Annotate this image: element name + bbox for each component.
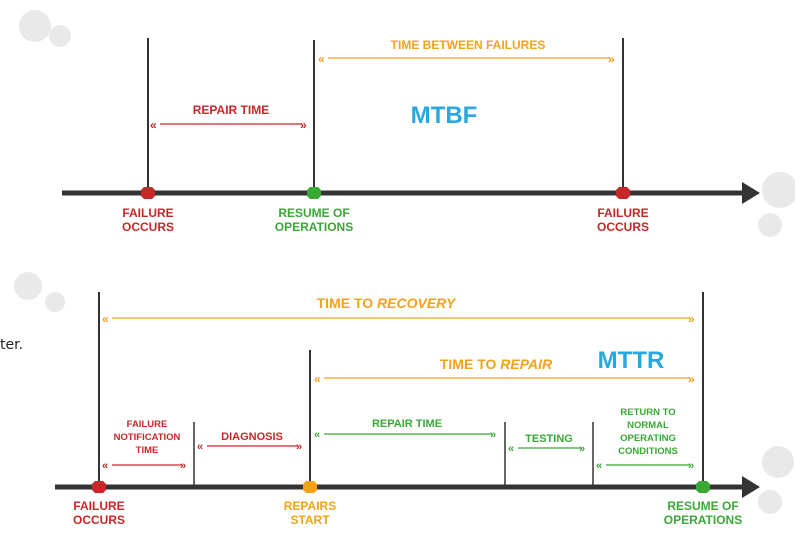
mttr-title: MTTR	[598, 347, 665, 374]
svg-text:«: «	[102, 312, 109, 326]
gear-icon	[14, 272, 65, 312]
phase-label: TESTING	[525, 433, 573, 445]
repair-time-label: REPAIR TIME	[193, 103, 269, 117]
svg-text:»: »	[300, 118, 307, 132]
diagnosis-span: « » DIAGNOSIS	[197, 431, 302, 453]
svg-text:«: «	[150, 118, 157, 132]
failure-notification-span: « » FAILURE NOTIFICATION TIME	[102, 419, 186, 472]
event-label: OPERATIONS	[664, 513, 742, 527]
failure-dot	[92, 481, 106, 493]
svg-text:«: «	[318, 52, 325, 66]
time-to-recovery-label: TIME TO RECOVERY	[317, 295, 457, 311]
svg-text:«: «	[197, 441, 203, 453]
phase-label: NOTIFICATION	[114, 432, 181, 443]
time-to-repair-label: TIME TO REPAIR	[440, 356, 553, 372]
mtbf-svg: « » TIME BETWEEN FAILURES « » REPAIR TIM…	[19, 10, 795, 237]
gear-icon	[758, 172, 795, 237]
svg-text:«: «	[314, 429, 320, 441]
svg-text:»: »	[688, 460, 694, 472]
resume-dot	[307, 187, 321, 199]
event-label: FAILURE	[597, 206, 648, 220]
phase-label: FAILURE	[127, 419, 168, 430]
testing-span: « » TESTING	[508, 433, 585, 455]
svg-text:»: »	[608, 52, 615, 66]
phase-label: RETURN TO	[620, 407, 675, 418]
failure-dot	[616, 187, 630, 199]
repairs-start-dot	[303, 481, 317, 493]
svg-text:«: «	[314, 372, 321, 386]
phase-label: REPAIR TIME	[372, 418, 442, 430]
gear-icon	[19, 10, 71, 47]
event-label: FAILURE	[122, 206, 173, 220]
mttr-diagram: « » TIME TO RECOVERY « » TIME TO REPAIR …	[0, 262, 795, 540]
phase-label: CONDITIONS	[618, 446, 678, 457]
return-to-normal-span: « » RETURN TO NORMAL OPERATING CONDITION…	[596, 407, 694, 472]
event-label: OCCURS	[73, 513, 125, 527]
svg-text:«: «	[596, 460, 602, 472]
event-label: OPERATIONS	[275, 220, 353, 234]
phase-label: TIME	[136, 445, 159, 456]
mtbf-diagram: « » TIME BETWEEN FAILURES « » REPAIR TIM…	[0, 0, 795, 250]
resume-dot	[696, 481, 710, 493]
event-label: REPAIRS	[284, 499, 336, 513]
time-to-recovery-span: « » TIME TO RECOVERY	[102, 295, 695, 326]
phase-label: NORMAL	[627, 420, 669, 431]
mttr-svg: « » TIME TO RECOVERY « » TIME TO REPAIR …	[14, 272, 794, 527]
event-label: RESUME OF	[278, 206, 349, 220]
mtbf-title: MTBF	[411, 102, 478, 129]
svg-text:»: »	[688, 312, 695, 326]
event-label: RESUME OF	[667, 499, 738, 513]
repair-time-span: « » REPAIR TIME	[314, 418, 496, 441]
event-label: OCCURS	[597, 220, 649, 234]
timeline-arrowhead	[742, 182, 760, 204]
timeline-arrowhead	[742, 476, 760, 498]
svg-text:»: »	[688, 372, 695, 386]
svg-text:»: »	[180, 460, 186, 472]
svg-text:«: «	[508, 443, 514, 455]
event-label: OCCURS	[122, 220, 174, 234]
svg-text:«: «	[102, 460, 108, 472]
time-between-failures-span: « » TIME BETWEEN FAILURES	[318, 38, 615, 66]
side-text: ter.	[0, 337, 24, 353]
svg-text:»: »	[490, 429, 496, 441]
gear-icon	[758, 446, 794, 514]
time-between-failures-label: TIME BETWEEN FAILURES	[391, 38, 546, 52]
event-label: FAILURE	[73, 499, 124, 513]
repair-time-span: « » REPAIR TIME	[150, 103, 307, 132]
failure-dot	[141, 187, 155, 199]
event-label: START	[290, 513, 330, 527]
svg-text:»: »	[296, 441, 302, 453]
svg-text:»: »	[579, 443, 585, 455]
phase-label: OPERATING	[620, 433, 676, 444]
phase-label: DIAGNOSIS	[221, 431, 283, 443]
time-to-repair-span: « » TIME TO REPAIR	[314, 356, 695, 386]
